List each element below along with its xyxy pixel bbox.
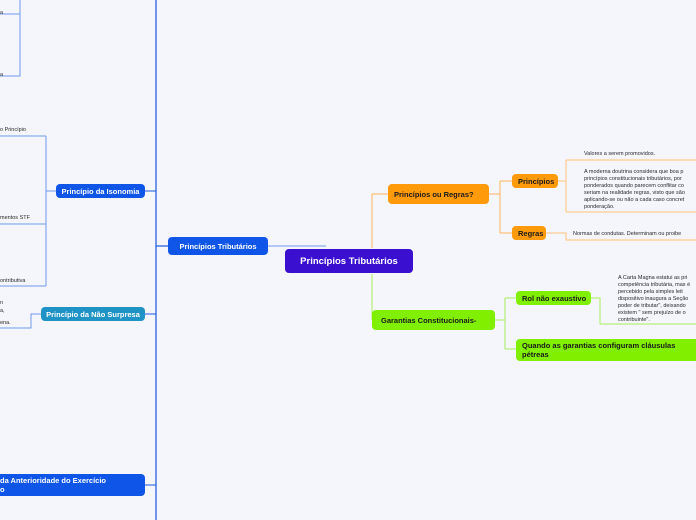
node-label: Princípio da Isonomia — [61, 186, 140, 196]
node-clausulas-petreas[interactable]: Quando as garantias configuram cláusulas… — [516, 339, 696, 361]
node-label: Garantias Constitucionais- — [381, 315, 477, 325]
node-label-line-1: da Anterioridade do Exercício — [0, 476, 106, 485]
fragment-text-2: a — [0, 72, 4, 78]
node-principio-nao-surpresa[interactable]: Princípio da Não Surpresa — [41, 307, 145, 321]
fragment-text-5: ontributiva — [0, 278, 26, 284]
text-moderna-doutrina: A moderna doutrina considera que boa p p… — [584, 169, 685, 210]
fragment-text-4: mentos STF — [0, 215, 30, 221]
fragment-text-1: a — [0, 10, 4, 16]
fragment-text-8: ena. — [0, 320, 11, 326]
text-normas-condutas: Normas de condutas. Determinam ou proibe — [573, 231, 682, 237]
root-node[interactable]: Princípios Tributários — [285, 249, 413, 273]
node-garantias-constitucionais[interactable]: Garantias Constitucionais- — [372, 310, 495, 330]
root-label: Princípios Tributários — [300, 255, 398, 267]
node-label: Quando as garantias configuram cláusulas… — [522, 341, 676, 359]
fragment-text-7: a, — [0, 308, 5, 314]
node-rol-nao-exaustivo[interactable]: Rol não exaustivo — [516, 291, 591, 305]
node-principios-tributarios[interactable]: Princípios Tributários — [168, 237, 268, 255]
node-label: Regras — [518, 228, 544, 238]
node-label: Princípios Tributários — [179, 241, 257, 251]
node-principios-ou-regras[interactable]: Princípios ou Regras? — [388, 184, 489, 204]
node-label: Rol não exaustivo — [522, 293, 587, 303]
fragment-text-6: n — [0, 300, 4, 306]
node-label-line-2: o — [0, 485, 5, 494]
text-valores: Valores a serem promovidos. — [584, 151, 656, 157]
node-label: Princípios ou Regras? — [394, 189, 474, 199]
node-principios[interactable]: Princípios — [512, 174, 558, 188]
node-principio-isonomia[interactable]: Princípio da Isonomia — [56, 184, 145, 198]
node-label: Princípio da Não Surpresa — [46, 309, 140, 319]
node-label: Princípios — [518, 176, 555, 186]
node-principio-anterioridade[interactable]: da Anterioridade do Exercício o — [0, 474, 145, 496]
fragment-text-3: o Princípio — [0, 127, 26, 133]
node-regras[interactable]: Regras — [512, 226, 546, 240]
text-carta-magna: A Carta Magna estatui as pri competência… — [618, 275, 691, 323]
